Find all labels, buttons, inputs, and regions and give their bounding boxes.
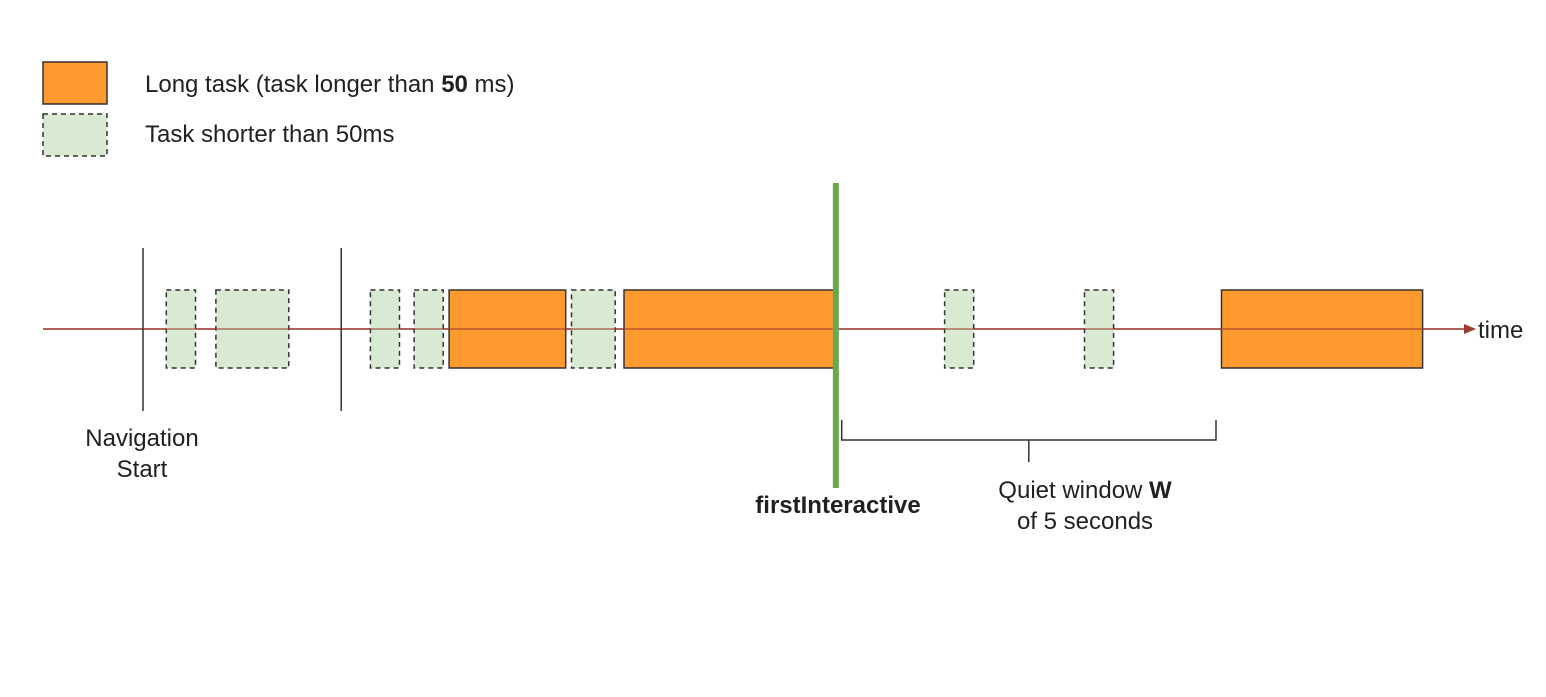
legend-long-task-prefix: Long task (task longer than: [145, 71, 441, 98]
first-interactive-label: firstInteractive: [755, 492, 920, 519]
legend-long-task-bold: 50: [441, 71, 468, 98]
quiet-window-bracket-line: [840, 420, 1217, 441]
quiet-window-label-bold: W: [1149, 477, 1172, 504]
navigation-start-label-line1: Navigation: [85, 425, 198, 452]
navigation-start-label-line2: Start: [117, 456, 168, 483]
quiet-window-label-prefix: Quiet window: [998, 477, 1149, 504]
quiet-window-bracket: [840, 420, 1217, 462]
timeline-markers: [142, 183, 839, 488]
legend-long-task-suffix: ms): [468, 71, 515, 98]
quiet-window-label-line2: of 5 seconds: [1017, 508, 1153, 535]
legend-short-task-label: Task shorter than 50ms: [145, 121, 394, 148]
legend: Long task (task longer than 50 ms) Task …: [42, 61, 515, 157]
quiet-window-label-line1: Quiet window W: [998, 477, 1172, 504]
legend-short-task-swatch: [42, 113, 108, 157]
legend-long-task-swatch: [42, 61, 108, 105]
time-axis-label: time: [1478, 317, 1523, 344]
legend-long-task-label: Long task (task longer than 50 ms): [145, 71, 515, 98]
